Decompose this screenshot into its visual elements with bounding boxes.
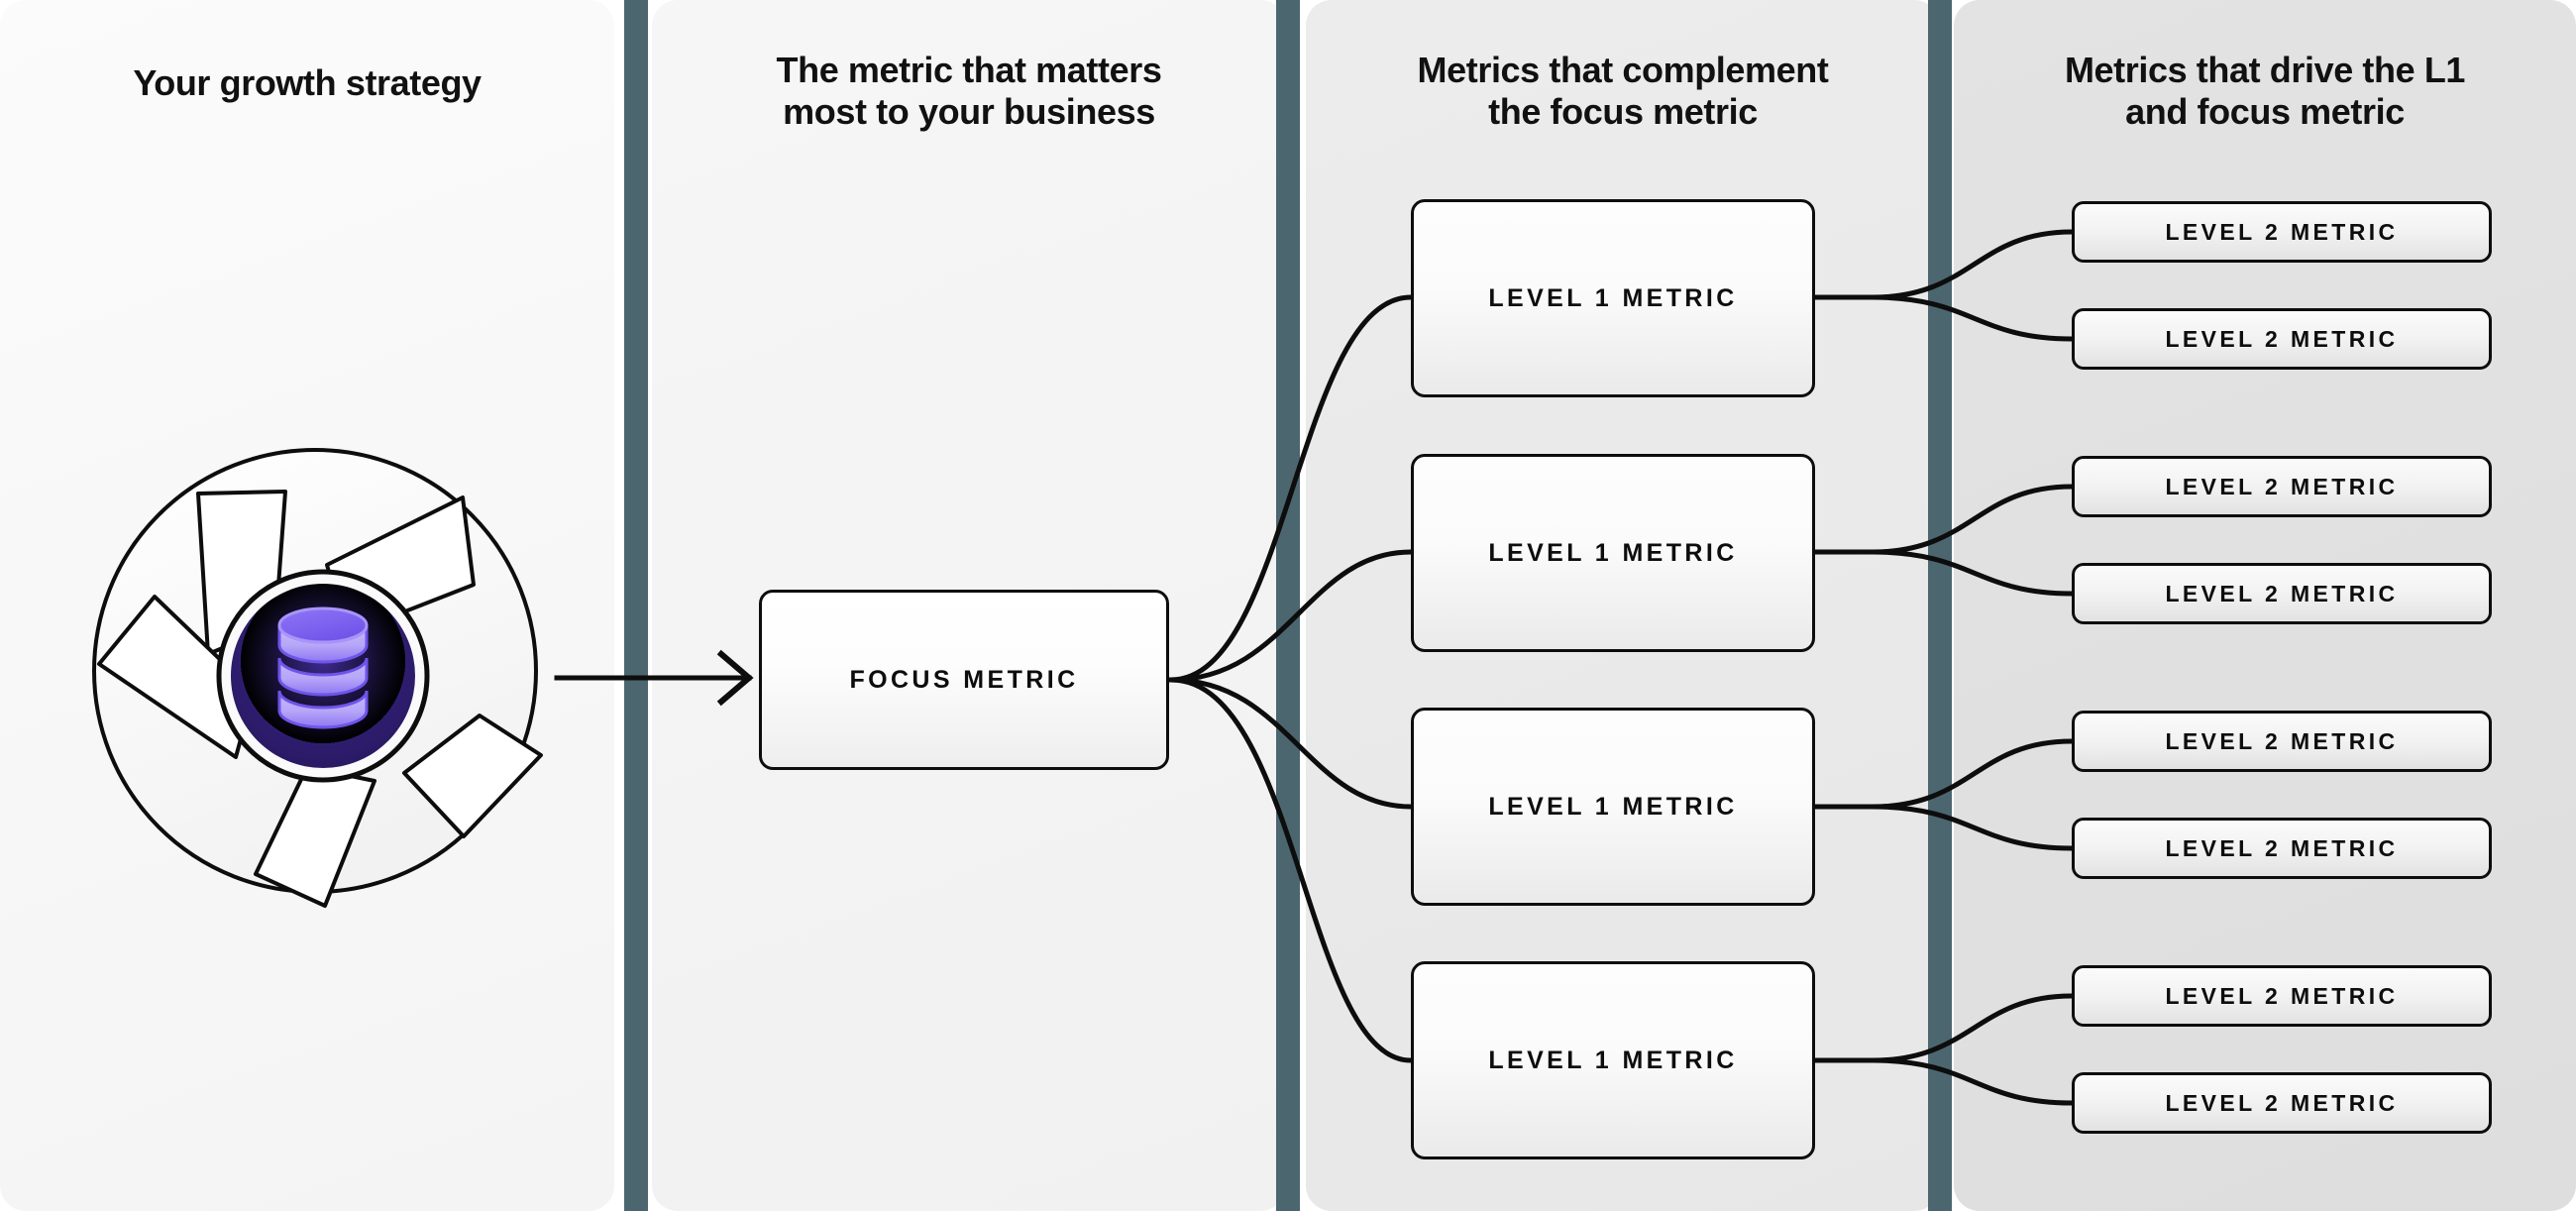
arrowhead-icon (716, 649, 754, 707)
node-level2-metric[interactable]: LEVEL 2 METRIC (2072, 965, 2492, 1027)
aperture-blade-4 (402, 714, 543, 838)
heading-focus-metric: The metric that matters most to your bus… (776, 50, 1162, 132)
connector-l1-0-to-l2-1 (1870, 294, 2075, 342)
node-level2-metric[interactable]: LEVEL 2 METRIC (2072, 308, 2492, 370)
node-level1-metric[interactable]: LEVEL 1 METRIC (1411, 199, 1815, 397)
node-focus-metric[interactable]: FOCUS METRIC (759, 590, 1169, 770)
node-level2-metric[interactable]: LEVEL 2 METRIC (2072, 563, 2492, 624)
heading-driver-metrics: Metrics that drive the L1 and focus metr… (2064, 50, 2466, 132)
connector-l1-3-to-l2-6 (1870, 993, 2075, 1063)
column-divider-1 (624, 0, 648, 1211)
node-level1-metric[interactable]: LEVEL 1 METRIC (1411, 961, 1815, 1159)
connector-focus-to-l1-2 (1168, 677, 1414, 810)
connector-focus-to-l1-0 (1168, 294, 1414, 683)
connector-l1-1-to-l2-3 (1870, 549, 2075, 597)
connector-focus-to-l1-3 (1168, 677, 1414, 1063)
node-level2-metric[interactable]: LEVEL 2 METRIC (2072, 1072, 2492, 1134)
column-divider-2 (1276, 0, 1300, 1211)
node-level2-metric[interactable]: LEVEL 2 METRIC (2072, 456, 2492, 517)
heading-complement-metrics: Metrics that complement the focus metric (1417, 50, 1829, 132)
node-level2-metric[interactable]: LEVEL 2 METRIC (2072, 818, 2492, 879)
database-stack-icon (277, 606, 369, 729)
heading-growth-strategy: Your growth strategy (133, 62, 482, 103)
node-level2-metric[interactable]: LEVEL 2 METRIC (2072, 711, 2492, 772)
node-level1-metric[interactable]: LEVEL 1 METRIC (1411, 454, 1815, 652)
connector-l1-3-to-l2-7 (1870, 1057, 2075, 1106)
node-level2-metric[interactable]: LEVEL 2 METRIC (2072, 201, 2492, 263)
connector-l1-2-to-l2-4 (1870, 738, 2075, 810)
connector-l1-1-to-l2-2 (1870, 484, 2075, 555)
node-level1-metric[interactable]: LEVEL 1 METRIC (1411, 708, 1815, 906)
connector-focus-to-l1-1 (1168, 549, 1414, 683)
connector-l1-0-to-l2-0 (1870, 229, 2075, 300)
growth-strategy-graphic (92, 448, 543, 908)
connector-l1-2-to-l2-5 (1870, 804, 2075, 851)
column-divider-3 (1928, 0, 1952, 1211)
